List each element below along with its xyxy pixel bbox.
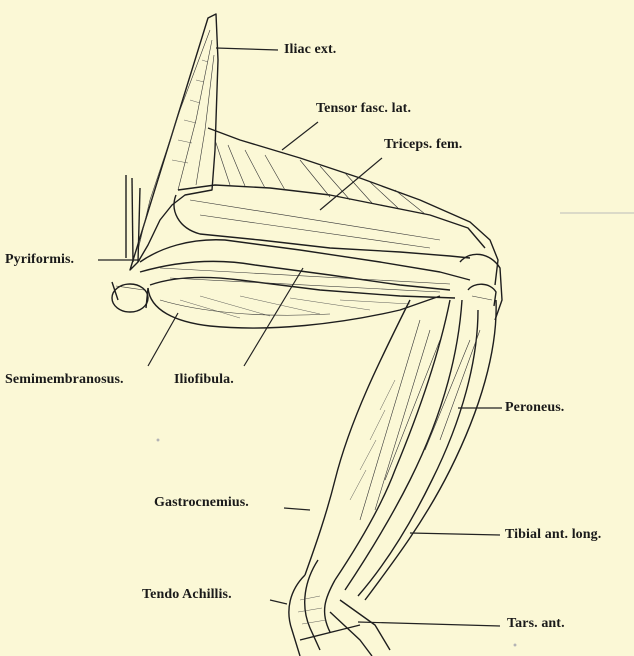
label-iliac-ext: Iliac ext.: [284, 43, 336, 57]
pelvis-stump: [112, 282, 148, 312]
label-tendo-achillis: Tendo Achillis.: [142, 588, 232, 602]
semimembranosus-muscle: [148, 288, 440, 328]
label-tibial-ant-long: Tibial ant. long.: [505, 528, 601, 542]
ilium-bone: [130, 14, 218, 270]
label-tars-ant: Tars. ant.: [507, 617, 565, 631]
label-semimembranosus: Semimembranosus.: [5, 373, 124, 387]
label-gastrocnemius: Gastrocnemius.: [154, 496, 249, 510]
shin-muscles: [345, 300, 496, 600]
label-iliofibula: Iliofibula.: [174, 373, 234, 387]
label-pyriformis: Pyriformis.: [5, 253, 74, 267]
thigh-lower-muscles: [140, 240, 470, 298]
label-tensor-fasc-lat: Tensor fasc. lat.: [316, 102, 411, 116]
label-peroneus: Peroneus.: [505, 401, 564, 415]
paper-specks: [157, 213, 634, 646]
label-triceps-fem: Triceps. fem.: [384, 138, 462, 152]
ischium-bone: [126, 175, 140, 262]
